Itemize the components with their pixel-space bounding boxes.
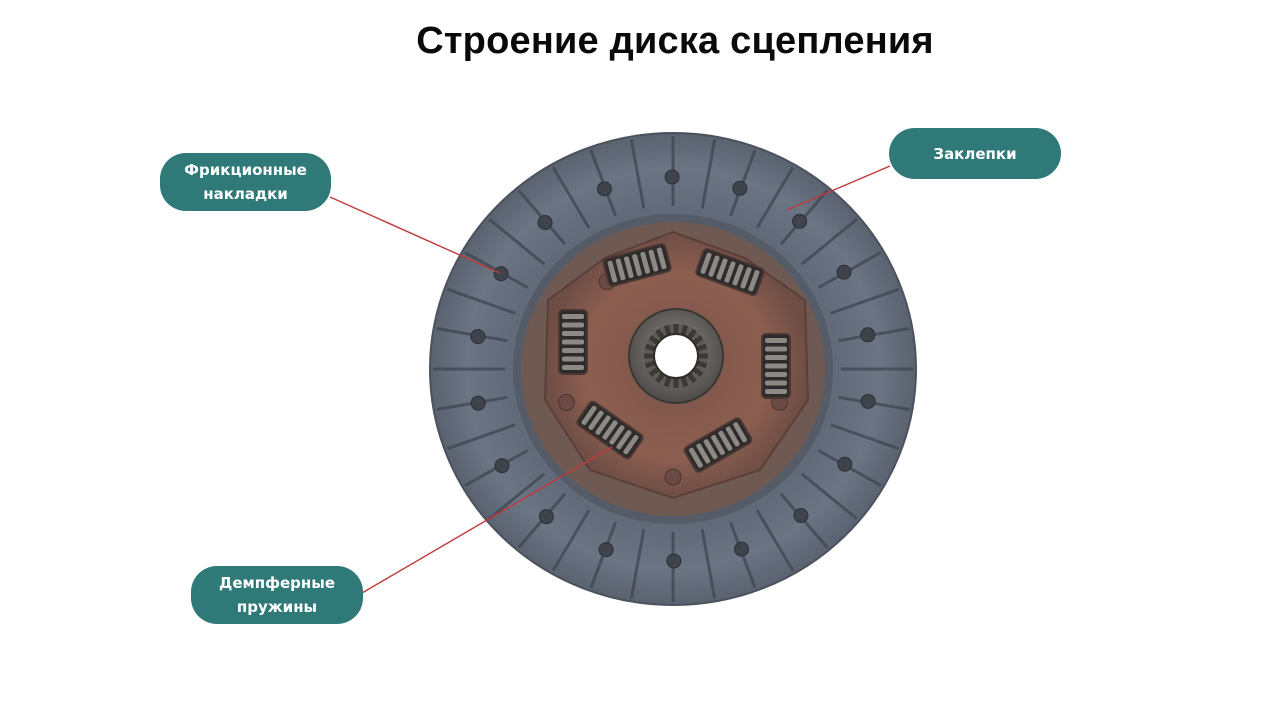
rivet: [598, 542, 614, 558]
lining-groove: [446, 423, 516, 451]
lining-groove: [488, 218, 546, 266]
callout-friction-line1: Фрикционные: [184, 161, 307, 179]
lining-groove: [830, 287, 900, 315]
lining-groove: [700, 529, 717, 599]
lining-groove: [755, 166, 795, 229]
lining-groove: [551, 166, 591, 229]
lining-groove: [488, 472, 546, 520]
hub-spline: [698, 353, 708, 359]
rivet: [537, 214, 553, 230]
callout-damper-springs: Демпферные пружины: [191, 566, 363, 624]
hub-spline: [673, 378, 679, 388]
callout-rivets: Заклепки: [889, 128, 1061, 179]
rivet: [666, 553, 682, 569]
rivet: [493, 266, 509, 282]
callout-springs-line1: Демпферные: [218, 574, 336, 592]
rivet: [860, 393, 876, 409]
lining-groove: [629, 139, 646, 209]
rivet: [596, 181, 612, 197]
hub-spline: [644, 343, 656, 352]
rivet: [470, 329, 486, 345]
callout-friction-linings: Фрикционные накладки: [160, 153, 331, 211]
hub-spline: [644, 353, 654, 359]
rivet: [470, 395, 486, 411]
callout-rivets-line1: Заклепки: [933, 144, 1017, 163]
hub-spline: [686, 372, 697, 384]
lining-groove: [800, 218, 858, 266]
lining-groove: [800, 472, 858, 520]
leader-line-rivets: [786, 165, 891, 211]
hub-spline: [655, 328, 666, 340]
rivets: [470, 169, 876, 569]
damper-spring: [695, 248, 765, 296]
hub-spline: [663, 324, 672, 336]
rivet: [734, 541, 750, 557]
lining-groove: [830, 423, 900, 451]
rivet: [538, 509, 554, 525]
hub-spline: [692, 366, 704, 377]
rivet: [664, 169, 680, 185]
callout-friction-line2: накладки: [203, 185, 288, 203]
rivet: [793, 508, 809, 524]
rivet: [836, 264, 852, 280]
hub-spline: [680, 376, 689, 388]
hub-spline: [696, 360, 708, 369]
damper-spring: [576, 400, 644, 460]
hub-spline: [644, 360, 656, 369]
damper-springs: [558, 243, 791, 473]
hub-spline: [692, 335, 704, 346]
rivet: [860, 327, 876, 343]
leader-lines: [329, 165, 891, 594]
callout-springs-line2: пружины: [236, 598, 318, 616]
page-title: Строение диска сцепления: [416, 20, 934, 62]
lining-groove: [629, 529, 646, 599]
hub-spline: [680, 324, 689, 336]
hub-spline: [663, 376, 672, 388]
damper-spring: [558, 309, 588, 375]
plate-rivet: [664, 468, 682, 486]
hub-spline: [655, 372, 666, 384]
splined-hub: [628, 308, 724, 404]
plate-rivet: [557, 393, 575, 411]
leader-line-springs: [361, 446, 613, 594]
leader-line-friction: [329, 196, 501, 274]
damper-spring: [683, 417, 753, 473]
rivet: [837, 456, 853, 472]
rivet: [792, 213, 808, 229]
lining-groove: [551, 509, 591, 572]
rivet: [494, 458, 510, 474]
lining-groove: [700, 139, 717, 209]
rivet: [732, 180, 748, 196]
hub-spline: [696, 343, 708, 352]
hub-spline: [648, 366, 660, 377]
damper-spring: [761, 333, 791, 399]
lining-groove: [446, 287, 516, 315]
lining-groove: [755, 509, 795, 572]
hub-spline: [648, 335, 660, 346]
hub-spline: [686, 328, 697, 340]
hub-spline: [673, 324, 679, 334]
damper-spring: [602, 243, 672, 287]
